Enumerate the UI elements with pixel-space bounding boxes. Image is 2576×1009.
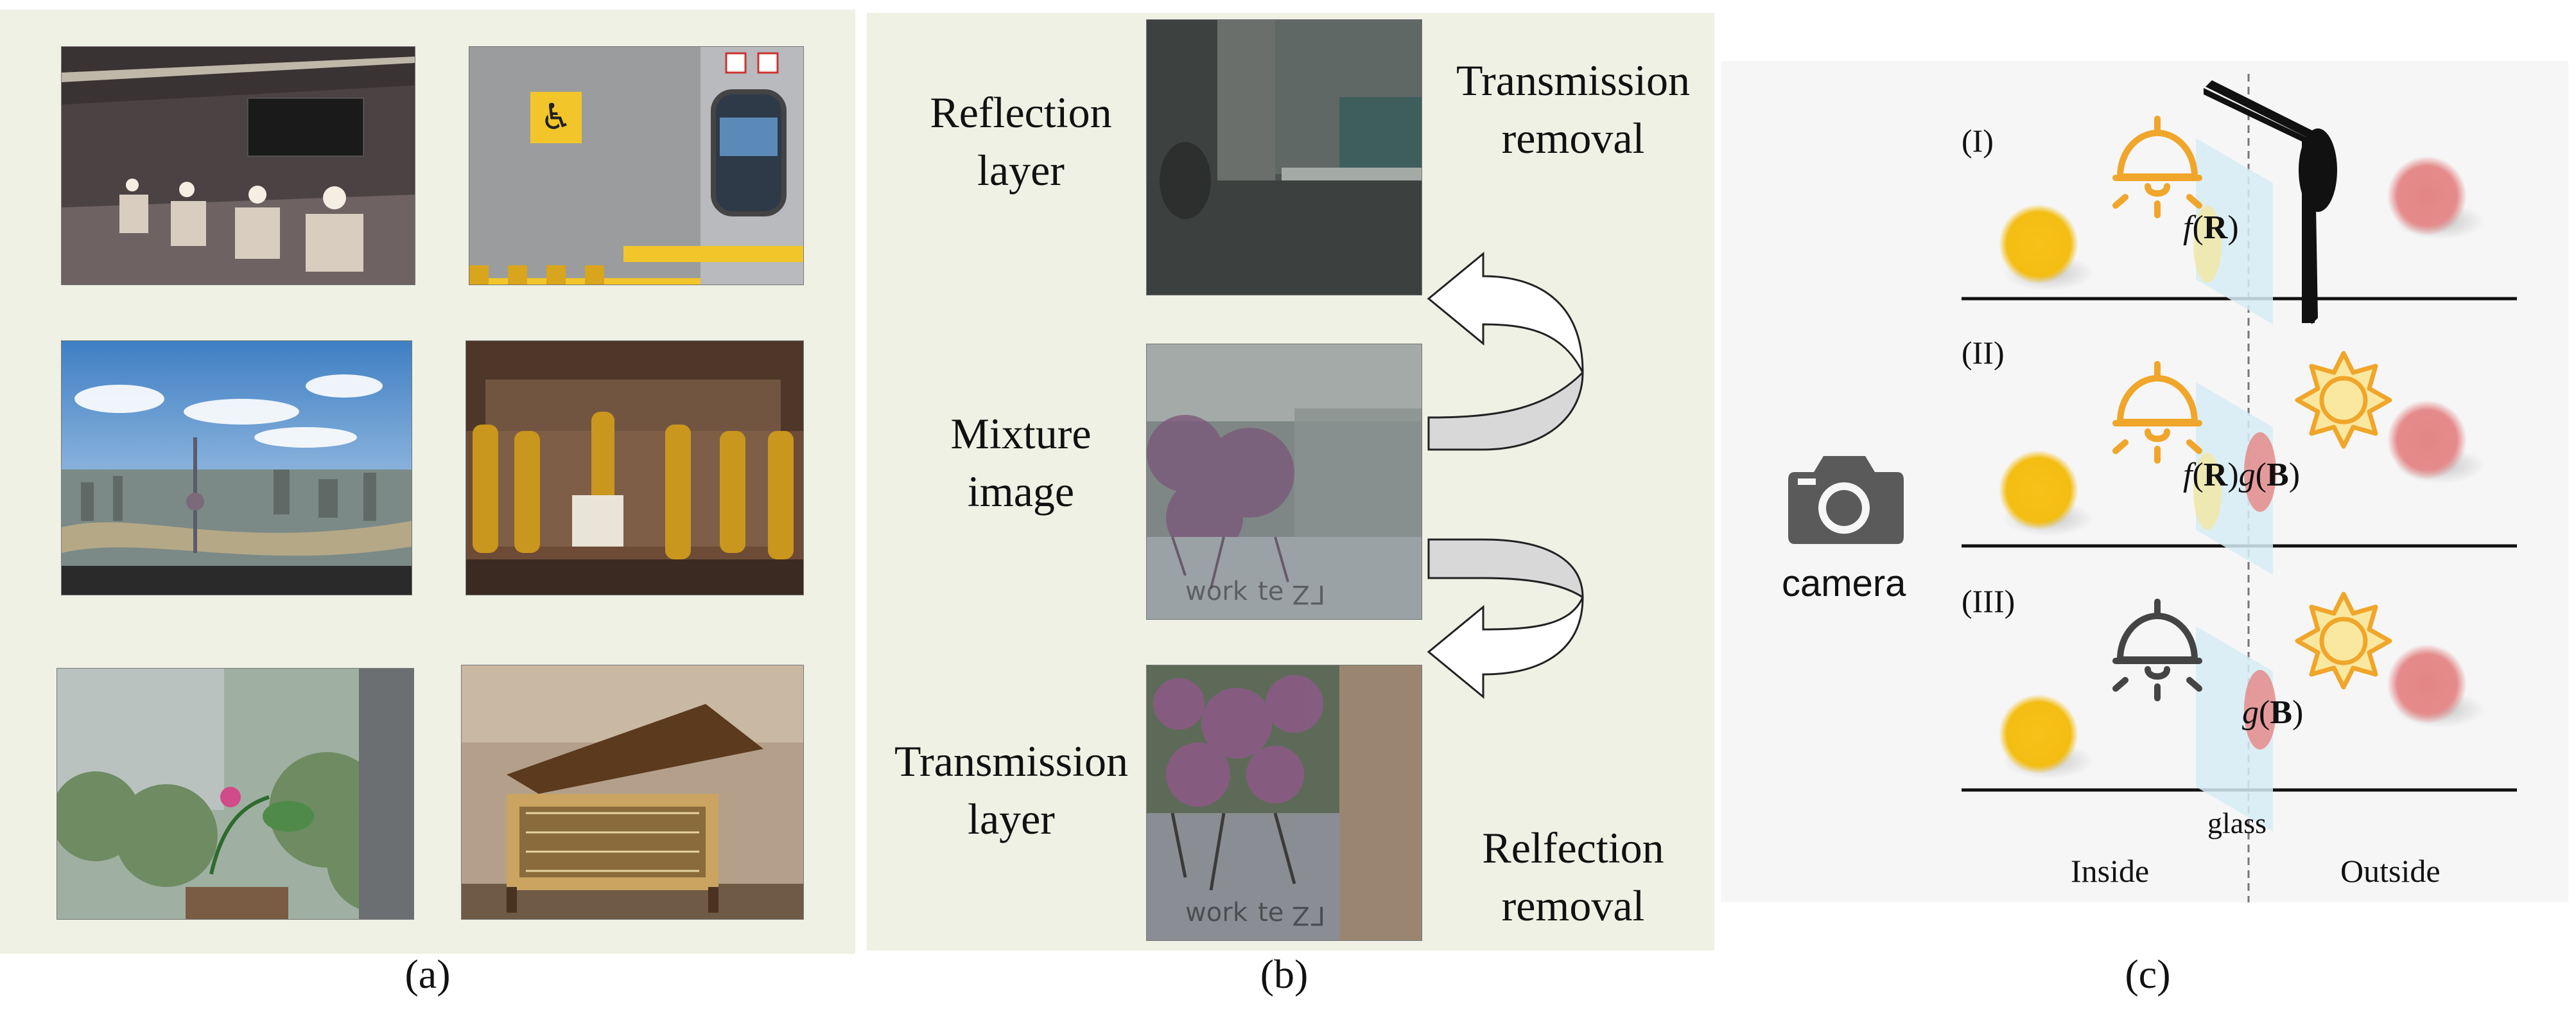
camera-icon (1788, 456, 1904, 544)
formula-g-b: g(B) (2242, 694, 2304, 731)
row-label-i: (I) (1962, 123, 1994, 159)
image-reflection-layer (1146, 19, 1422, 295)
sun-icon (2295, 351, 2392, 449)
yellow-ball (1999, 204, 2078, 284)
glass-label: glass (2207, 807, 2267, 839)
red-ball (2387, 400, 2467, 480)
image-mixture: ГZ ǝʇ ʞɹoʍ (1146, 344, 1422, 620)
caption-a: (a) (405, 951, 451, 997)
svg-text:ГZ ǝʇ ʞɹoʍ: ГZ ǝʇ ʞɹoʍ (1185, 900, 1325, 930)
caption-b: (b) (1260, 951, 1309, 997)
photo-museum-gallery (61, 46, 415, 285)
red-ball (2387, 644, 2467, 724)
sun-icon (2295, 592, 2392, 690)
transmission-image (2244, 670, 2276, 750)
glass-pane (2196, 138, 2273, 324)
row-label-iii: (III) (1962, 583, 2015, 619)
yellow-ball (1999, 450, 2078, 530)
image-transmission-layer: ГZ ǝʇ ʞɹoʍ (1146, 665, 1422, 941)
reflection-image (2193, 206, 2222, 283)
formula-f-r: f(R) (2183, 209, 2239, 246)
panel-a: ♿ (0, 10, 855, 954)
curved-arrow-icon (1427, 538, 1584, 699)
blind-board-icon (2206, 80, 2315, 138)
lamp-on-icon (2112, 361, 2202, 464)
lamp-on-icon (2112, 116, 2202, 218)
formula-f-r-g-b: f(R)g(B) (2183, 457, 2301, 493)
glass-pane (2196, 382, 2273, 575)
photo-city-skyline (61, 340, 412, 595)
reflection-image (2193, 453, 2222, 530)
photo-train-door: ♿ (469, 46, 804, 285)
caption-c: (c) (2125, 951, 2171, 997)
photo-harp-box (461, 665, 804, 920)
red-ball (2387, 156, 2467, 236)
photo-window-plant (57, 668, 414, 920)
outside-label: Outside (2340, 853, 2441, 889)
camera-label: camera (1782, 563, 1906, 604)
lamp-off-icon (2112, 599, 2202, 701)
photo-egyptian-statues (466, 340, 804, 595)
panel-c: camera (I) (II) (III) f(R) f(R)g(B) g(B)… (1721, 61, 2568, 902)
svg-text:♿: ♿ (540, 96, 572, 138)
curved-arrow-icon (1427, 251, 1584, 451)
svg-text:ГZ ǝʇ ʞɹoʍ: ГZ ǝʇ ʞɹoʍ (1185, 579, 1325, 609)
inside-label: Inside (2071, 853, 2150, 889)
row-label-ii: (II) (1962, 335, 2005, 371)
transmission-image (2244, 432, 2276, 512)
yellow-ball (1999, 694, 2078, 774)
